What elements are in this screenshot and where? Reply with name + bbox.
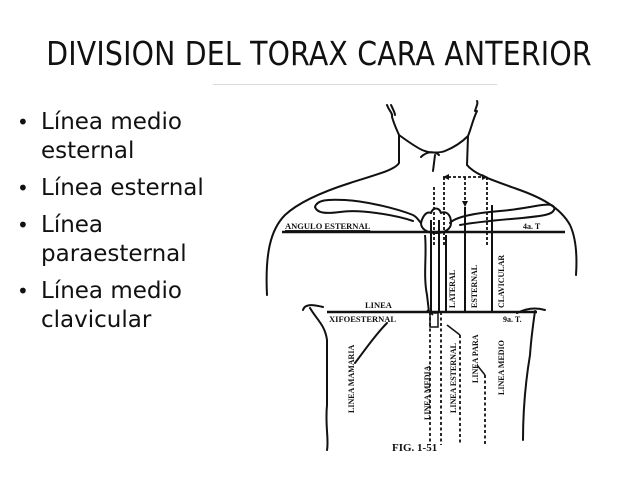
label-esternal: ESTERNAL	[470, 265, 479, 308]
bullet-text: Línea medio	[41, 109, 182, 135]
thorax-diagram: ANGULO ESTERNAL 4a. T LINEA XIFOESTERNAL…	[255, 95, 605, 465]
label-clavicular: CLAVICULAR	[497, 255, 506, 308]
bullet-text: clavicular	[41, 307, 152, 333]
label-linea-medio: LINEA MEDIO	[497, 340, 506, 395]
bullet-item: • Línea medio clavicular	[12, 277, 212, 335]
slide-title: DIVISION DEL TORAX CARA ANTERIOR	[46, 34, 592, 73]
bullet-text: Línea esternal	[41, 175, 204, 201]
bullet-icon: •	[17, 279, 29, 303]
figure-caption: FIG. 1-51	[392, 442, 437, 454]
bullet-text: Línea medio	[41, 278, 182, 304]
thorax-illustration: ANGULO ESTERNAL 4a. T LINEA XIFOESTERNAL…	[265, 100, 578, 454]
label-linea: LINEA	[365, 300, 393, 310]
label-linea-esternal: LINEA ESTERNAL	[449, 343, 458, 413]
label-9a-t: 9a. T.	[503, 315, 522, 324]
label-linea-mamaria: LINEA MAMARIA	[347, 345, 356, 413]
label-lateral: LATERAL	[448, 270, 457, 308]
bullet-text: paraesternal	[41, 241, 187, 267]
bullet-text: Línea	[41, 212, 104, 238]
bullet-icon: •	[17, 176, 29, 200]
bullet-item: • Línea paraesternal	[12, 211, 212, 269]
bullet-icon: •	[17, 213, 29, 237]
label-xifoesternal: XIFOESTERNAL	[329, 314, 396, 324]
bullet-item: • Línea medio esternal	[12, 108, 212, 166]
label-4a-t: 4a. T	[523, 222, 541, 231]
label-linea-media: LINEA MEDIA	[423, 365, 432, 420]
bullet-icon: •	[17, 110, 29, 134]
bullet-text: esternal	[41, 138, 135, 164]
title-divider	[213, 84, 497, 85]
label-linea-para: LINEA PARA	[471, 334, 480, 383]
bullet-item: • Línea esternal	[12, 174, 212, 203]
label-angulo-esternal: ANGULO ESTERNAL	[285, 221, 371, 231]
bullet-list: • Línea medio esternal • Línea esternal …	[12, 108, 212, 343]
